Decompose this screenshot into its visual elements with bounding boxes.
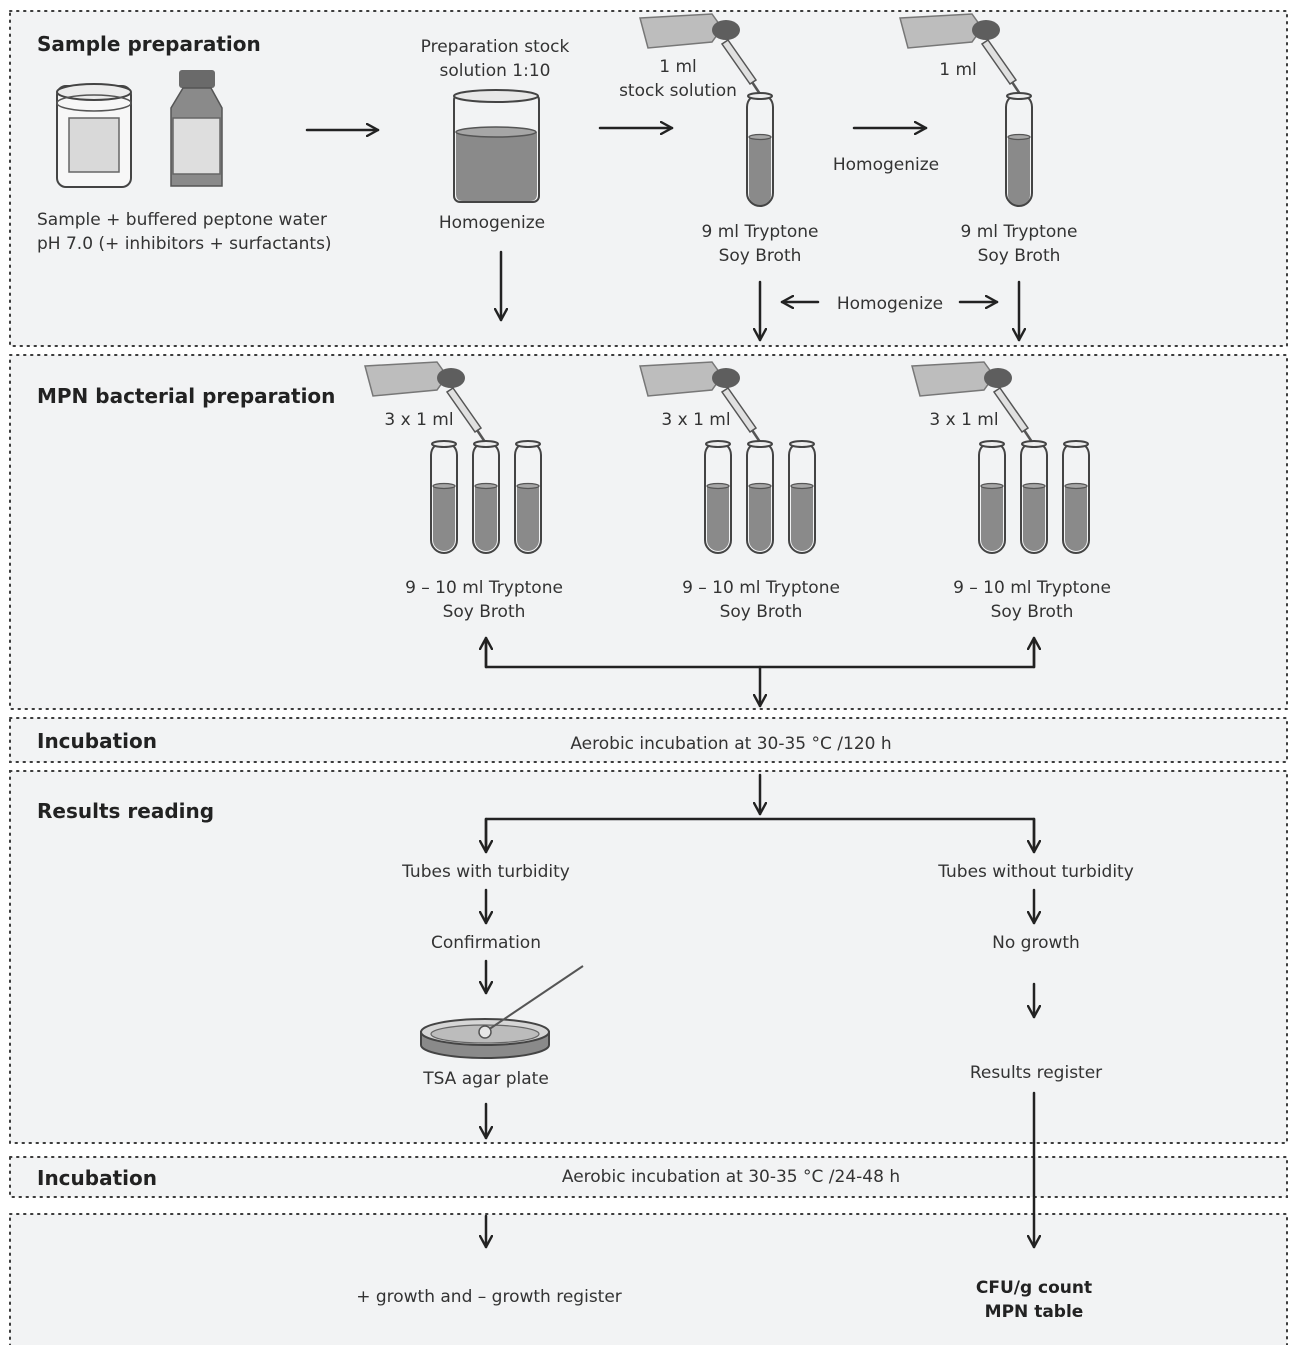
without-turbidity-label: Tubes without turbidity (937, 862, 1134, 882)
stock-homogenize-label: Homogenize (439, 213, 545, 233)
pipette-hand-icon (639, 361, 762, 443)
stock-title-line2: solution 1:10 (440, 61, 551, 81)
beaker-icon (453, 89, 540, 203)
mpn-set-1-amount: 3 x 1 ml (384, 410, 453, 430)
dilution1-label-line2: stock solution (619, 81, 737, 101)
dilution1-broth-line1: 9 ml Tryptone (702, 222, 819, 242)
bottle-icon (170, 70, 223, 187)
dilution2-broth-line1: 9 ml Tryptone (961, 222, 1078, 242)
mpn-set-3-broth-line2: Soy Broth (991, 602, 1074, 622)
mpn-set-2-broth-line1: 9 – 10 ml Tryptone (682, 578, 840, 598)
no-growth-label: No growth (992, 933, 1080, 953)
results-register-label: Results register (970, 1063, 1102, 1083)
panel-results-reading (9, 770, 1288, 1144)
heading-mpn-preparation: MPN bacterial preparation (37, 384, 335, 408)
mpn-set-3-amount: 3 x 1 ml (929, 410, 998, 430)
dilution1-broth-line2: Soy Broth (719, 246, 802, 266)
growth-register-label: + growth and – growth register (356, 1287, 622, 1307)
mpn-set-1-broth-line1: 9 – 10 ml Tryptone (405, 578, 563, 598)
mpn-set-3: 3 x 1 ml 9 – 10 ml Tryptone Soy Broth (911, 361, 1111, 622)
tube-rack-1 (430, 440, 542, 554)
pipette-hand-icon (639, 13, 762, 95)
stock-title-line1: Preparation stock (421, 37, 570, 57)
panel-sample-preparation (9, 10, 1288, 347)
tube-rack-2 (704, 440, 816, 554)
test-tube-icon (746, 92, 774, 207)
panel-final (9, 1213, 1288, 1345)
panel-mpn-preparation (9, 354, 1288, 710)
sample-jar-icon (56, 83, 132, 188)
homogenize-top-label: Homogenize (833, 155, 939, 175)
pipette-hand-icon (899, 13, 1022, 95)
panel-incubation-1 (9, 717, 1288, 763)
dilution2-broth-line2: Soy Broth (978, 246, 1061, 266)
mpn-set-1-broth-line2: Soy Broth (443, 602, 526, 622)
heading-incubation-2: Incubation (37, 1166, 157, 1190)
with-turbidity-label: Tubes with turbidity (401, 862, 570, 882)
pipette-hand-icon (364, 361, 487, 443)
tube-rack-3 (978, 440, 1090, 554)
mpn-set-2-amount: 3 x 1 ml (661, 410, 730, 430)
mpn-table-label: MPN table (985, 1302, 1084, 1322)
homogenize-mid-label: Homogenize (837, 294, 943, 314)
dilution1-label-line1: 1 ml (659, 57, 697, 77)
plate-label: TSA agar plate (422, 1069, 549, 1089)
pipette-hand-icon (911, 361, 1034, 443)
heading-sample-preparation: Sample preparation (37, 32, 261, 56)
sample-text-line2: pH 7.0 (+ inhibitors + surfactants) (37, 234, 332, 254)
mpn-set-1: 3 x 1 ml 9 – 10 ml Tryptone Soy Broth (364, 361, 563, 622)
heading-results-reading: Results reading (37, 799, 214, 823)
incubation-2-text: Aerobic incubation at 30-35 °C /24-48 h (562, 1167, 900, 1187)
mpn-set-2-broth-line2: Soy Broth (720, 602, 803, 622)
sample-text-line1: Sample + buffered peptone water (37, 210, 327, 230)
cfu-count-label: CFU/g count (976, 1278, 1092, 1298)
mpn-set-2: 3 x 1 ml 9 – 10 ml Tryptone Soy Broth (639, 361, 840, 622)
mpn-set-3-broth-line1: 9 – 10 ml Tryptone (953, 578, 1111, 598)
panel-incubation-2 (9, 1156, 1288, 1198)
incubation-1-text: Aerobic incubation at 30-35 °C /120 h (570, 734, 891, 754)
petri-dish-icon (420, 965, 584, 1059)
heading-incubation: Incubation (37, 729, 157, 753)
confirmation-label: Confirmation (431, 933, 541, 953)
dilution2-label: 1 ml (939, 60, 977, 80)
test-tube-icon (1005, 92, 1033, 207)
